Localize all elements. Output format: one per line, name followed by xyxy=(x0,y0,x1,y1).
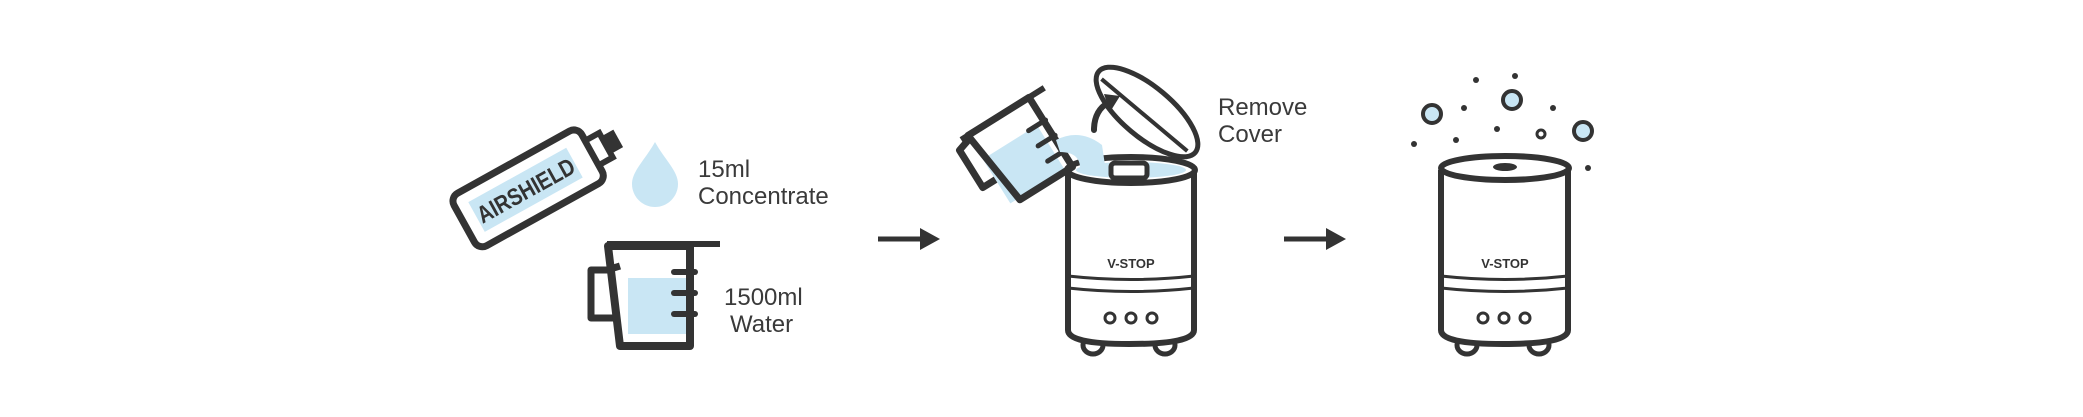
concentrate-name: Concentrate xyxy=(698,183,829,210)
pouring-jug-icon xyxy=(955,85,1076,204)
arrow-right-icon xyxy=(878,228,940,250)
drop-icon xyxy=(632,142,678,207)
water-amount: 1500ml xyxy=(724,284,803,311)
device-brand-label: V-STOP xyxy=(1107,256,1155,271)
lid-icon xyxy=(1093,64,1201,160)
remove-cover-label: Remove Cover xyxy=(1218,94,1307,148)
arrow-right-icon xyxy=(1284,228,1346,250)
airshield-bottle-icon: AIRSHIELD xyxy=(449,126,624,251)
step-2-pour: V-STOP xyxy=(955,64,1201,357)
water-label: 1500ml Water xyxy=(724,284,803,338)
humidifier-icon: V-STOP xyxy=(1438,153,1572,357)
curved-arrow-icon xyxy=(1091,94,1120,133)
mist-bubbles-icon xyxy=(1411,73,1594,171)
measuring-jug-icon xyxy=(587,241,720,350)
device-brand-label: V-STOP xyxy=(1481,256,1529,271)
concentrate-amount: 15ml xyxy=(698,156,751,183)
humidifier-icon: V-STOP xyxy=(1064,154,1198,357)
step-1-mix: AIRSHIELD xyxy=(449,126,720,350)
step-3-mist: V-STOP xyxy=(1411,73,1594,357)
pour-stream-icon xyxy=(1056,135,1106,172)
water-name: Water xyxy=(730,311,794,338)
remove-cover-line1: Remove xyxy=(1218,94,1308,121)
remove-cover-line2: Cover xyxy=(1218,121,1283,148)
concentrate-label: 15ml Concentrate xyxy=(698,156,829,210)
